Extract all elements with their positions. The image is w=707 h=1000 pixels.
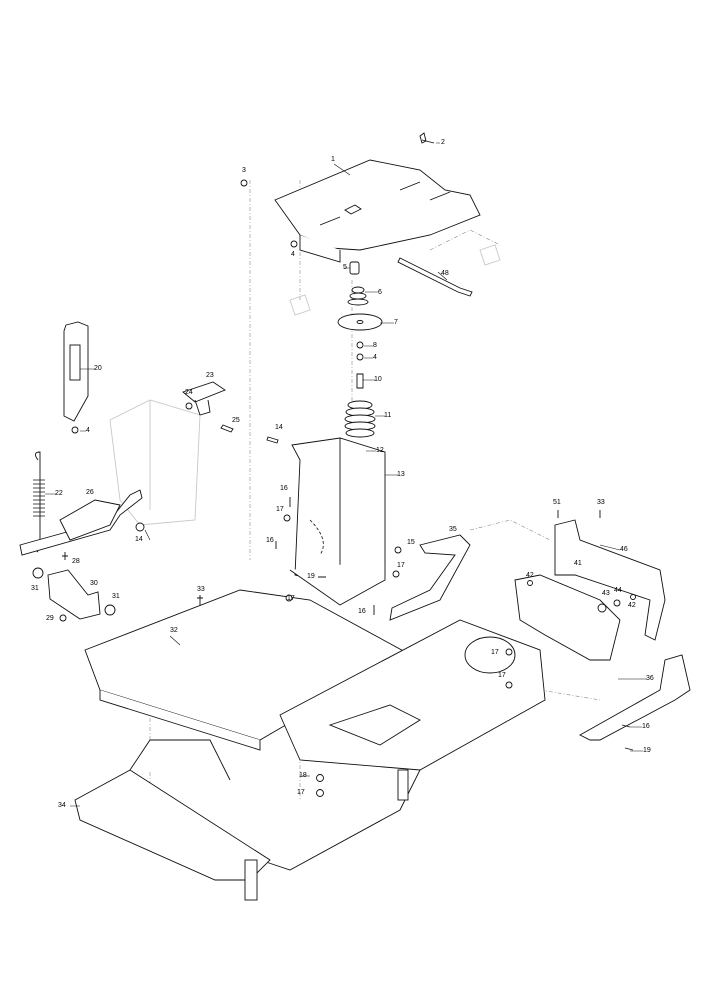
callout-17e: 17 — [297, 789, 305, 796]
callout-12: 12 — [376, 447, 384, 454]
callout-14: 14 — [275, 424, 283, 431]
callout-4b: 4 — [373, 354, 377, 361]
callout-41: 41 — [574, 560, 582, 567]
callout-14b: 14 — [135, 536, 143, 543]
callout-36: 36 — [646, 675, 654, 682]
chassis-frame — [74, 619, 546, 901]
callout-15: 15 — [407, 539, 415, 546]
callout-42: 42 — [526, 572, 534, 579]
callout-30: 30 — [90, 580, 98, 587]
callout-4c: 4 — [86, 427, 90, 434]
callout-31b: 31 — [112, 593, 120, 600]
callout-31: 31 — [31, 585, 39, 592]
callout-42b: 42 — [628, 602, 636, 609]
callout-8: 8 — [373, 342, 377, 349]
callout-24: 24 — [185, 389, 193, 396]
callout-10: 10 — [374, 376, 382, 383]
callout-43: 43 — [602, 590, 610, 597]
seat-plate — [274, 159, 481, 263]
callout-44: 44 — [614, 587, 622, 594]
callout-33: 33 — [597, 499, 605, 506]
callout-20: 20 — [94, 365, 102, 372]
callout-48: 48 — [441, 270, 449, 277]
spring-large — [344, 400, 376, 438]
callout-19b: 19 — [643, 747, 651, 754]
callout-29: 29 — [46, 615, 54, 622]
callout-19: 19 — [307, 573, 315, 580]
latch-assembly — [63, 321, 89, 422]
callout-17c: 17 — [287, 595, 295, 602]
callout-6: 6 — [378, 289, 382, 296]
callout-22: 22 — [55, 490, 63, 497]
callout-11: 11 — [384, 412, 392, 419]
callout-1: 1 — [331, 156, 335, 163]
callout-17d: 17 — [491, 649, 499, 656]
spring-small — [347, 286, 369, 306]
callout-16: 16 — [280, 485, 288, 492]
steering-column-bracket — [289, 437, 386, 606]
callout-18: 18 — [299, 772, 307, 779]
callout-16c: 16 — [358, 608, 366, 615]
callout-46: 46 — [620, 546, 628, 553]
callout-3: 3 — [242, 167, 246, 174]
callout-16b: 16 — [266, 537, 274, 544]
callout-34: 34 — [58, 802, 66, 809]
callout-51: 51 — [553, 499, 561, 506]
callout-26: 26 — [86, 489, 94, 496]
callout-4: 4 — [291, 251, 295, 258]
callout-35: 35 — [449, 526, 457, 533]
callout-23: 23 — [206, 372, 214, 379]
callout-17f: 17 — [498, 672, 506, 679]
callout-13: 13 — [397, 471, 405, 478]
callout-7: 7 — [394, 319, 398, 326]
callout-17b: 17 — [397, 562, 405, 569]
callout-32: 32 — [170, 627, 178, 634]
callout-5: 5 — [343, 264, 347, 271]
callout-28: 28 — [72, 558, 80, 565]
callout-17: 17 — [276, 506, 284, 513]
floor-plate — [84, 589, 422, 751]
callout-2: 2 — [441, 139, 445, 146]
callout-25: 25 — [232, 417, 240, 424]
callout-16d: 16 — [642, 723, 650, 730]
callout-33b: 33 — [197, 586, 205, 593]
